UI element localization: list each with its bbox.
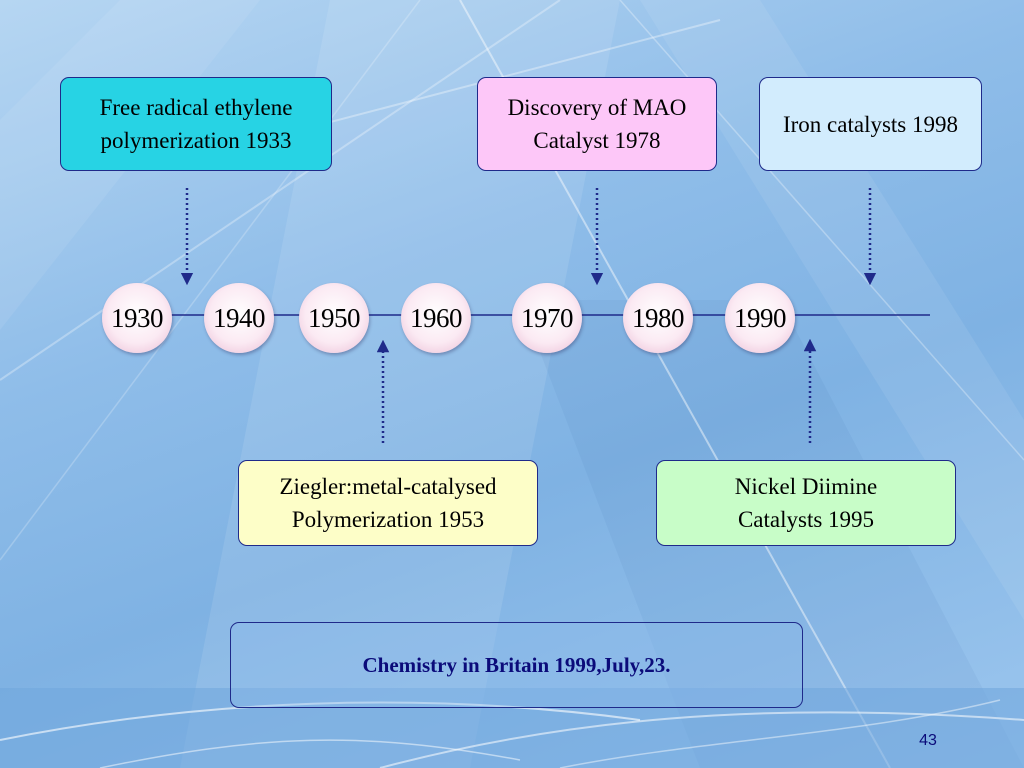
event-nickel-diimine: Nickel Diimine Catalysts 1995 xyxy=(656,460,956,546)
year-marker-1960: 1960 xyxy=(401,283,471,353)
event-iron-label: Iron catalysts 1998 xyxy=(782,111,958,137)
event-ziegler-polymerization: Ziegler:metal-catalysed Polymerization 1… xyxy=(238,460,538,546)
event-free-radical-label: Free radical ethylene polymerization 193… xyxy=(99,95,293,153)
year-label: 1980 xyxy=(632,302,685,333)
citation-text: Chemistry in Britain 1999,July,23. xyxy=(362,652,671,677)
event-mao-discovery: Discovery of MAO Catalyst 1978 xyxy=(477,77,717,171)
year-marker-1950: 1950 xyxy=(299,283,369,353)
year-marker-1980: 1980 xyxy=(623,283,693,353)
year-marker-1930: 1930 xyxy=(102,283,172,353)
year-marker-1970: 1970 xyxy=(512,283,582,353)
year-label: 1960 xyxy=(410,302,463,333)
event-free-radical-polymerization: Free radical ethylene polymerization 193… xyxy=(60,77,332,171)
citation-box: Chemistry in Britain 1999,July,23. xyxy=(230,622,803,708)
event-mao-label: Discovery of MAO Catalyst 1978 xyxy=(507,95,687,153)
event-iron-catalysts: Iron catalysts 1998 xyxy=(759,77,982,171)
year-label: 1950 xyxy=(308,302,361,333)
event-ziegler-label: Ziegler:metal-catalysed Polymerization 1… xyxy=(279,474,497,532)
year-label: 1970 xyxy=(521,302,574,333)
event-nickel-label: Nickel Diimine Catalysts 1995 xyxy=(734,474,878,532)
year-label: 1940 xyxy=(213,302,266,333)
page-number: 43 xyxy=(919,732,937,749)
year-label: 1930 xyxy=(111,302,164,333)
year-label: 1990 xyxy=(734,302,787,333)
year-marker-1940: 1940 xyxy=(204,283,274,353)
year-marker-1990: 1990 xyxy=(725,283,795,353)
